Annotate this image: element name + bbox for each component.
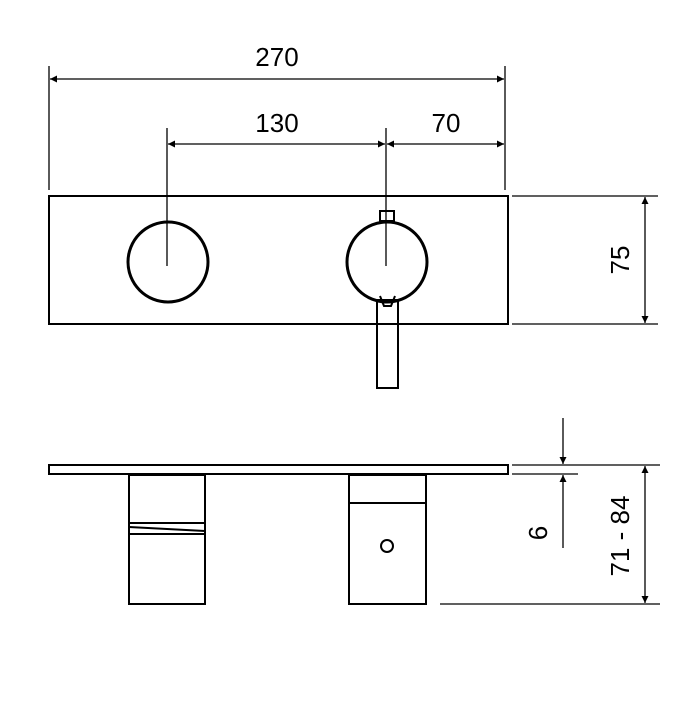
label-right-offset: 70 bbox=[432, 108, 461, 138]
label-knob-spacing: 130 bbox=[255, 108, 298, 138]
right-body-hole bbox=[380, 539, 394, 553]
front-extension-lines bbox=[48, 66, 658, 325]
lever-handle bbox=[376, 299, 399, 389]
front-view bbox=[48, 195, 509, 389]
side-extension-lines bbox=[440, 464, 660, 605]
left-knob bbox=[126, 220, 210, 304]
right-knob bbox=[345, 220, 429, 304]
side-plate bbox=[48, 464, 509, 475]
label-plate-height: 75 bbox=[605, 246, 635, 275]
front-plate bbox=[48, 195, 509, 325]
label-body-depth: 71 - 84 bbox=[605, 496, 635, 577]
label-overall-width: 270 bbox=[255, 42, 298, 72]
right-body bbox=[348, 474, 427, 605]
right-knob-stem bbox=[379, 210, 395, 222]
lever-neck bbox=[379, 295, 396, 307]
side-view bbox=[48, 464, 509, 605]
label-plate-thickness: 6 bbox=[523, 526, 553, 540]
left-body bbox=[128, 474, 206, 605]
